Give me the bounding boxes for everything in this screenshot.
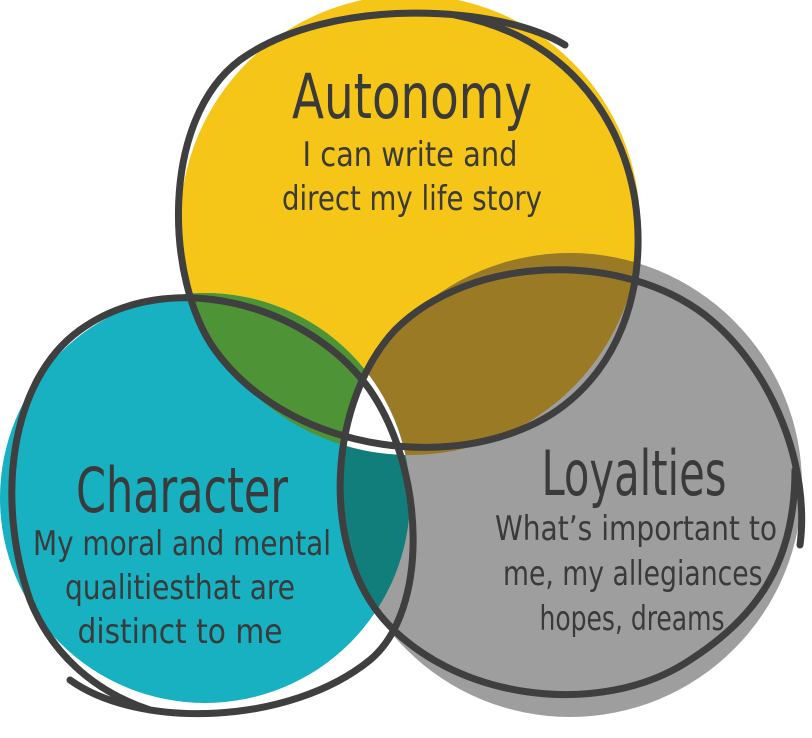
loyalties-outline xyxy=(336,266,806,699)
character-label: Character My moral and mental qualitiest… xyxy=(33,454,331,652)
loyalties-description-line-1: What’s important to xyxy=(495,509,777,549)
loyalties-description-line-3: hopes, dreams xyxy=(540,599,725,639)
loyalties-label: Loyalties What’s important to me, my all… xyxy=(495,437,777,639)
autonomy-character-overlap xyxy=(180,293,410,455)
autonomy-label: Autonomy I can write and direct my life … xyxy=(282,60,542,219)
character-description-line-2: qualitiesthat are xyxy=(65,568,295,608)
autonomy-title: Autonomy xyxy=(292,60,532,133)
autonomy-description-line-2: direct my life story xyxy=(282,179,542,219)
autonomy-loyalties-overlap xyxy=(338,253,640,455)
character-description-line-1: My moral and mental xyxy=(33,524,331,564)
autonomy-description-line-1: I can write and xyxy=(303,135,518,175)
autonomy-outline xyxy=(174,9,642,451)
loyalties-title: Loyalties xyxy=(542,437,727,510)
character-title: Character xyxy=(76,454,288,527)
loyalties-description-line-2: me, my allegiances, xyxy=(503,554,771,594)
circle-outlines xyxy=(8,9,806,718)
character-outline xyxy=(8,294,417,718)
character-description-line-3: distinct to me xyxy=(78,612,283,652)
